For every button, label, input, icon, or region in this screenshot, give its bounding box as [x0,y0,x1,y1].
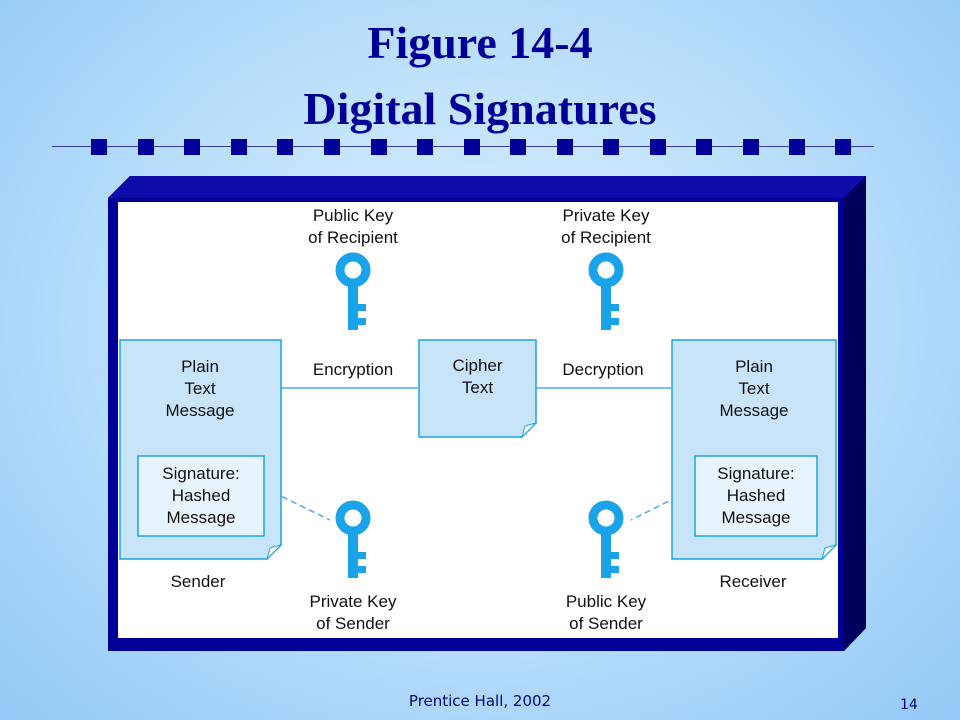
public-key-sender-label: Public Key of Sender [565,592,647,633]
title-bullets [91,139,851,155]
private-key-recipient-label: Private Key of Recipient [561,206,651,247]
key-icon [588,252,624,330]
receiver-label: Receiver [719,572,787,591]
sender-label: Sender [170,572,226,591]
slide-title-line2: Digital Signatures [303,83,657,134]
diagram-panel: Public Key of Recipient Private Key of R… [118,202,838,638]
encryption-label: Encryption [312,360,394,379]
receiver-signature-box [694,455,818,537]
page-number: 14 [900,697,918,713]
decryption-label: Decryption [562,360,644,379]
receiver-message-label: Plain Text Message [719,357,789,420]
cipher-text-label: Cipher Text [452,356,503,397]
sender-document [119,339,283,561]
receiver-signature-label: Signature: Hashed Message [717,464,795,527]
cipher-document [418,339,538,439]
key-icon [335,252,371,330]
diagram-graphics [119,252,838,578]
footer-credit: Prentice Hall, 2002 [408,692,552,710]
sender-signature-label: Signature: Hashed Message [162,464,240,527]
sender-message-label: Plain Text Message [165,357,235,420]
diagram-frame: Public Key of Recipient Private Key of R… [108,176,866,651]
key-icon [588,500,624,578]
key-icon [335,500,371,578]
private-key-sender-label: Private Key of Sender [309,592,397,633]
sender-signature-box [137,455,265,537]
public-key-recipient-label: Public Key of Recipient [308,206,398,247]
title-rule [52,146,874,147]
receiver-document [671,339,838,561]
slide-title-line1: Figure 14-4 [367,17,593,68]
